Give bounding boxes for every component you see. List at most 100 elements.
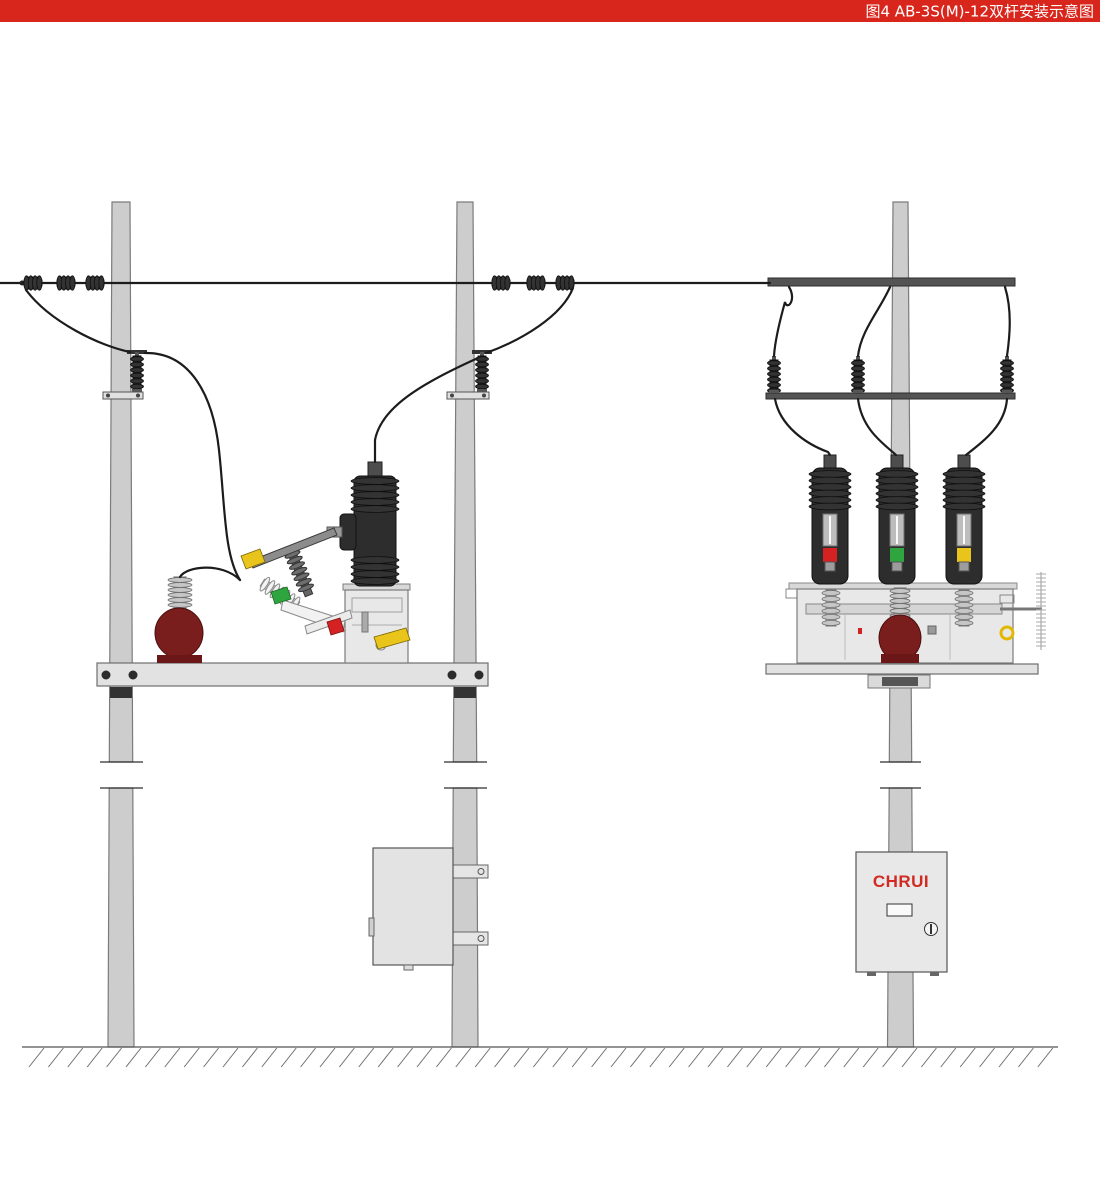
arrester-shed [851,371,865,377]
insulator-top-terminal [957,454,971,470]
phase-insulator-a [808,454,852,585]
pt-bushing [167,576,193,610]
post-insulator-shed [821,620,841,626]
control-box-left [368,847,489,971]
clamp-bolt [136,393,140,398]
platform-bolt [128,670,138,680]
post-insulator-shed [286,555,303,565]
breaker-front-view [765,454,1046,689]
ground-hatch-line [746,1047,763,1068]
arrester-shed [851,382,865,388]
lower-crossarm [765,392,1016,400]
arrester-shed [130,356,144,362]
platform-pole-clamp [110,687,132,698]
support-insulator-shed [259,576,271,592]
arrester-base [853,390,863,393]
insulator-neck [958,561,970,572]
support-insulator-shed [264,580,276,595]
ground-hatch-line [998,1047,1015,1068]
arrester-shed [767,382,781,388]
arrester-shed [1000,382,1014,388]
arrester-shed [475,372,489,379]
insulator-shed [98,275,105,291]
bushing-shed [167,597,193,603]
bushing-shed [167,582,193,588]
insulator-shed [36,275,43,291]
insulator-shed [808,483,852,491]
ground-hatch-line [591,1047,607,1068]
ground-hatch-line [979,1047,995,1068]
post-insulator-shed [821,590,841,596]
post-insulator-shed [295,578,312,587]
arrester-shed [130,383,144,390]
insulator-string-middle [491,275,575,291]
breaker-pole-column [326,461,400,587]
box-mount-bracket [451,931,489,946]
ground-hatch-line [125,1047,142,1068]
pole-left [100,201,143,1048]
insulator-shed [808,489,852,498]
jumper-crossarm-to-arrester-a [772,285,794,358]
ground-hatch-line [552,1047,569,1068]
pt-bushing [889,587,911,619]
arrester-base [477,389,487,392]
upper-crossarm [767,277,1016,287]
insulator-shed [808,476,852,485]
arrester-shed [851,365,865,372]
bracket-bolt [477,868,485,875]
insulator-shed [350,570,400,578]
ground-hatch-line [610,1047,627,1068]
ground-hatching [28,1047,1054,1068]
insulator-shed [350,505,400,513]
insulator-shed [875,502,919,511]
arrester-shed [1000,376,1014,383]
ground-hatch-line [1018,1047,1034,1068]
insulator-shed [350,563,400,571]
insulator-neck [824,561,836,572]
suspension-insulator [85,275,105,291]
insulator-top-terminal [890,454,904,470]
ground-hatch-line [1037,1047,1054,1068]
ground-hatch-line [940,1047,957,1068]
box-foot [867,972,876,976]
insulator-shed [808,496,852,504]
clamp-bolt [106,393,110,398]
bushing-shed [167,602,193,608]
ground-hatch-line [785,1047,801,1068]
ground-hatch-line [707,1047,724,1068]
ground-hatch-line [242,1047,258,1068]
ground-hatch-line [688,1047,704,1068]
insulator-shed [942,489,986,498]
ground-hatch-line [804,1047,821,1068]
arrester-shed [130,367,144,373]
ground-hatch-line [280,1047,297,1068]
left-platform [96,662,489,698]
jumper-arrester-to-phase-b [856,397,898,457]
jumper-arrester-to-breaker [373,356,480,464]
pole-left-lower [107,787,135,1048]
operating-handle-grate [1036,572,1046,650]
insulator-shed [875,470,919,478]
crossarms [765,277,1016,400]
pole-left-arrester-assembly [102,350,147,400]
arrester-cap [856,356,860,360]
platform-beam [96,662,489,687]
ground-hatch-line [203,1047,219,1068]
ground-hatch-line [67,1047,84,1068]
suspension-insulator [526,275,546,291]
jumper-crossarm-to-arrester-c [1003,285,1011,358]
ground-hatch-line [843,1047,860,1068]
figure-title: 图4 AB-3S(M)-12双杆安装示意图 [866,3,1095,21]
phase-insulator-b [875,454,919,585]
ground-hatch-line [571,1047,588,1068]
insulator-shed [942,470,986,478]
ground-hatch-line [339,1047,355,1068]
ground-hatch-line [668,1047,685,1068]
lightning-arrester [130,352,144,392]
jumper-arrester-to-isolator [143,351,242,582]
isolator-yellow-clamp [240,548,266,570]
ground-hatch-line [630,1047,646,1068]
ground [22,1046,1058,1068]
suspension-insulator [56,275,76,291]
isolator-yellow-terminal [373,627,411,650]
